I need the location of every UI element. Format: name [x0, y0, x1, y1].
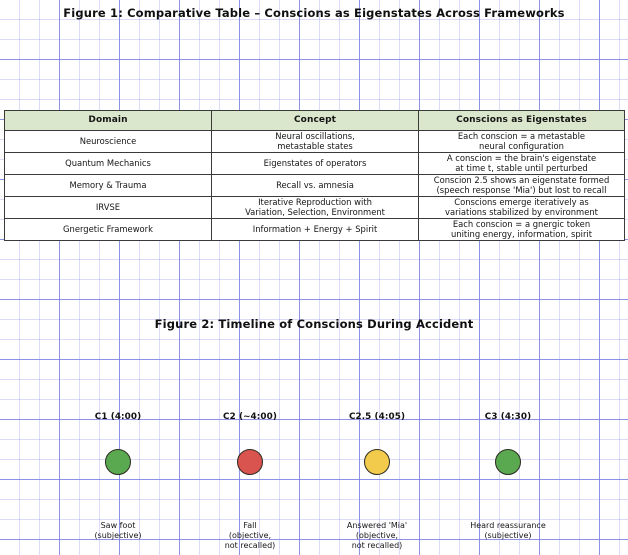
- timeline-label-2: C2 (~4:00): [180, 412, 320, 422]
- table-row: Memory & Trauma Recall vs. amnesia Conscio…: [4, 174, 625, 197]
- cell-line: Quantum Mechanics: [65, 157, 151, 168]
- timeline-description-line: Heard reassurance: [470, 521, 546, 530]
- cell-concept: Information + Energy + Spirit: [211, 218, 419, 241]
- timeline-label-text: C2.5 (4:05): [348, 412, 406, 422]
- cell-line: neural configuration: [479, 140, 564, 151]
- cell-line: A conscion = the brain's eigenstate: [446, 153, 597, 164]
- cell-line: Variation, Selection, Environment: [245, 206, 385, 217]
- table-row: Quantum Mechanics Eigenstates of operator…: [4, 152, 625, 175]
- cell-line: Gnergetic Framework: [63, 223, 153, 234]
- figure1-title: Figure 1: Comparative Table – Conscions …: [63, 6, 565, 20]
- cell-line: Conscion 2.5 shows an eigenstate formed: [433, 175, 610, 186]
- cell-line: (speech response 'Mia') but lost to reca…: [436, 184, 607, 195]
- timeline-description-2: Fall(objective,not recalled): [180, 521, 320, 551]
- timeline-description-3: Answered 'Mia'(objective,not recalled): [307, 521, 447, 551]
- timeline-dot-icon: [237, 449, 263, 475]
- timeline-description-line: (objective,: [228, 531, 272, 540]
- timeline-label-1: C1 (4:00): [48, 412, 188, 422]
- timeline-description-line: Answered 'Mia': [346, 521, 408, 530]
- timeline-description-line: (subjective): [484, 531, 532, 540]
- cell-line: Recall vs. amnesia: [276, 179, 354, 190]
- cell-line: Neuroscience: [79, 135, 137, 146]
- cell-concept: Neural oscillations,metastable states: [211, 130, 419, 153]
- timeline-description-line: not recalled): [351, 541, 403, 550]
- timeline-label-text: C3 (4:30): [484, 412, 532, 422]
- figure2-title: Figure 2: Timeline of Conscions During A…: [154, 317, 474, 331]
- table-body: Neuroscience Neural oscillations,metastab…: [4, 130, 625, 241]
- cell-line: Eigenstates of operators: [263, 157, 367, 168]
- timeline-description-line: Saw foot: [100, 521, 136, 530]
- cell-line: IRVSE: [95, 201, 121, 212]
- timeline-label-4: C3 (4:30): [438, 412, 578, 422]
- cell-line: Each conscion = a gnergic token: [452, 219, 591, 230]
- cell-line: Conscions emerge iteratively as: [454, 197, 589, 208]
- timeline-description-line: Fall: [243, 521, 257, 530]
- cell-line: uniting energy, information, spirit: [450, 228, 593, 239]
- comparative-table: Domain Concept Conscions as Eigenstates …: [4, 110, 625, 241]
- timeline-dot-icon: [364, 449, 390, 475]
- timeline-dot-icon: [105, 449, 131, 475]
- column-header-eigenstates: Conscions as Eigenstates: [418, 110, 625, 131]
- timeline-label-text: C2 (~4:00): [223, 412, 277, 422]
- cell-line: Iterative Reproduction with: [258, 197, 372, 208]
- cell-line: at time t, stable until perturbed: [455, 162, 588, 173]
- timeline-node-1: [48, 449, 188, 475]
- timeline-label-3: C2.5 (4:05): [307, 412, 447, 422]
- timeline-description-4: Heard reassurance(subjective): [438, 521, 578, 541]
- cell-line: Each conscion = a metastable: [457, 131, 586, 142]
- timeline-description-line: not recalled): [224, 541, 276, 550]
- timeline-node-2: [180, 449, 320, 475]
- cell-line: Neural oscillations,: [275, 131, 355, 142]
- timeline-label-text: C1 (4:00): [94, 412, 142, 422]
- timeline-description-line: (subjective): [94, 531, 142, 540]
- cell-line: metastable states: [277, 140, 353, 151]
- timeline-description-line: (objective,: [355, 531, 399, 540]
- timeline-node-4: [438, 449, 578, 475]
- table-header-row: Domain Concept Conscions as Eigenstates: [4, 110, 625, 131]
- timeline-dot-icon: [495, 449, 521, 475]
- cell-line: Memory & Trauma: [69, 179, 147, 190]
- timeline-description-1: Saw foot(subjective): [48, 521, 188, 541]
- timeline-node-3: [307, 449, 447, 475]
- column-header-domain: Domain: [4, 110, 212, 131]
- cell-line: variations stabilized by environment: [445, 206, 598, 217]
- table-row: Gnergetic Framework Information + Energy …: [4, 218, 625, 241]
- cell-line: Information + Energy + Spirit: [252, 223, 378, 234]
